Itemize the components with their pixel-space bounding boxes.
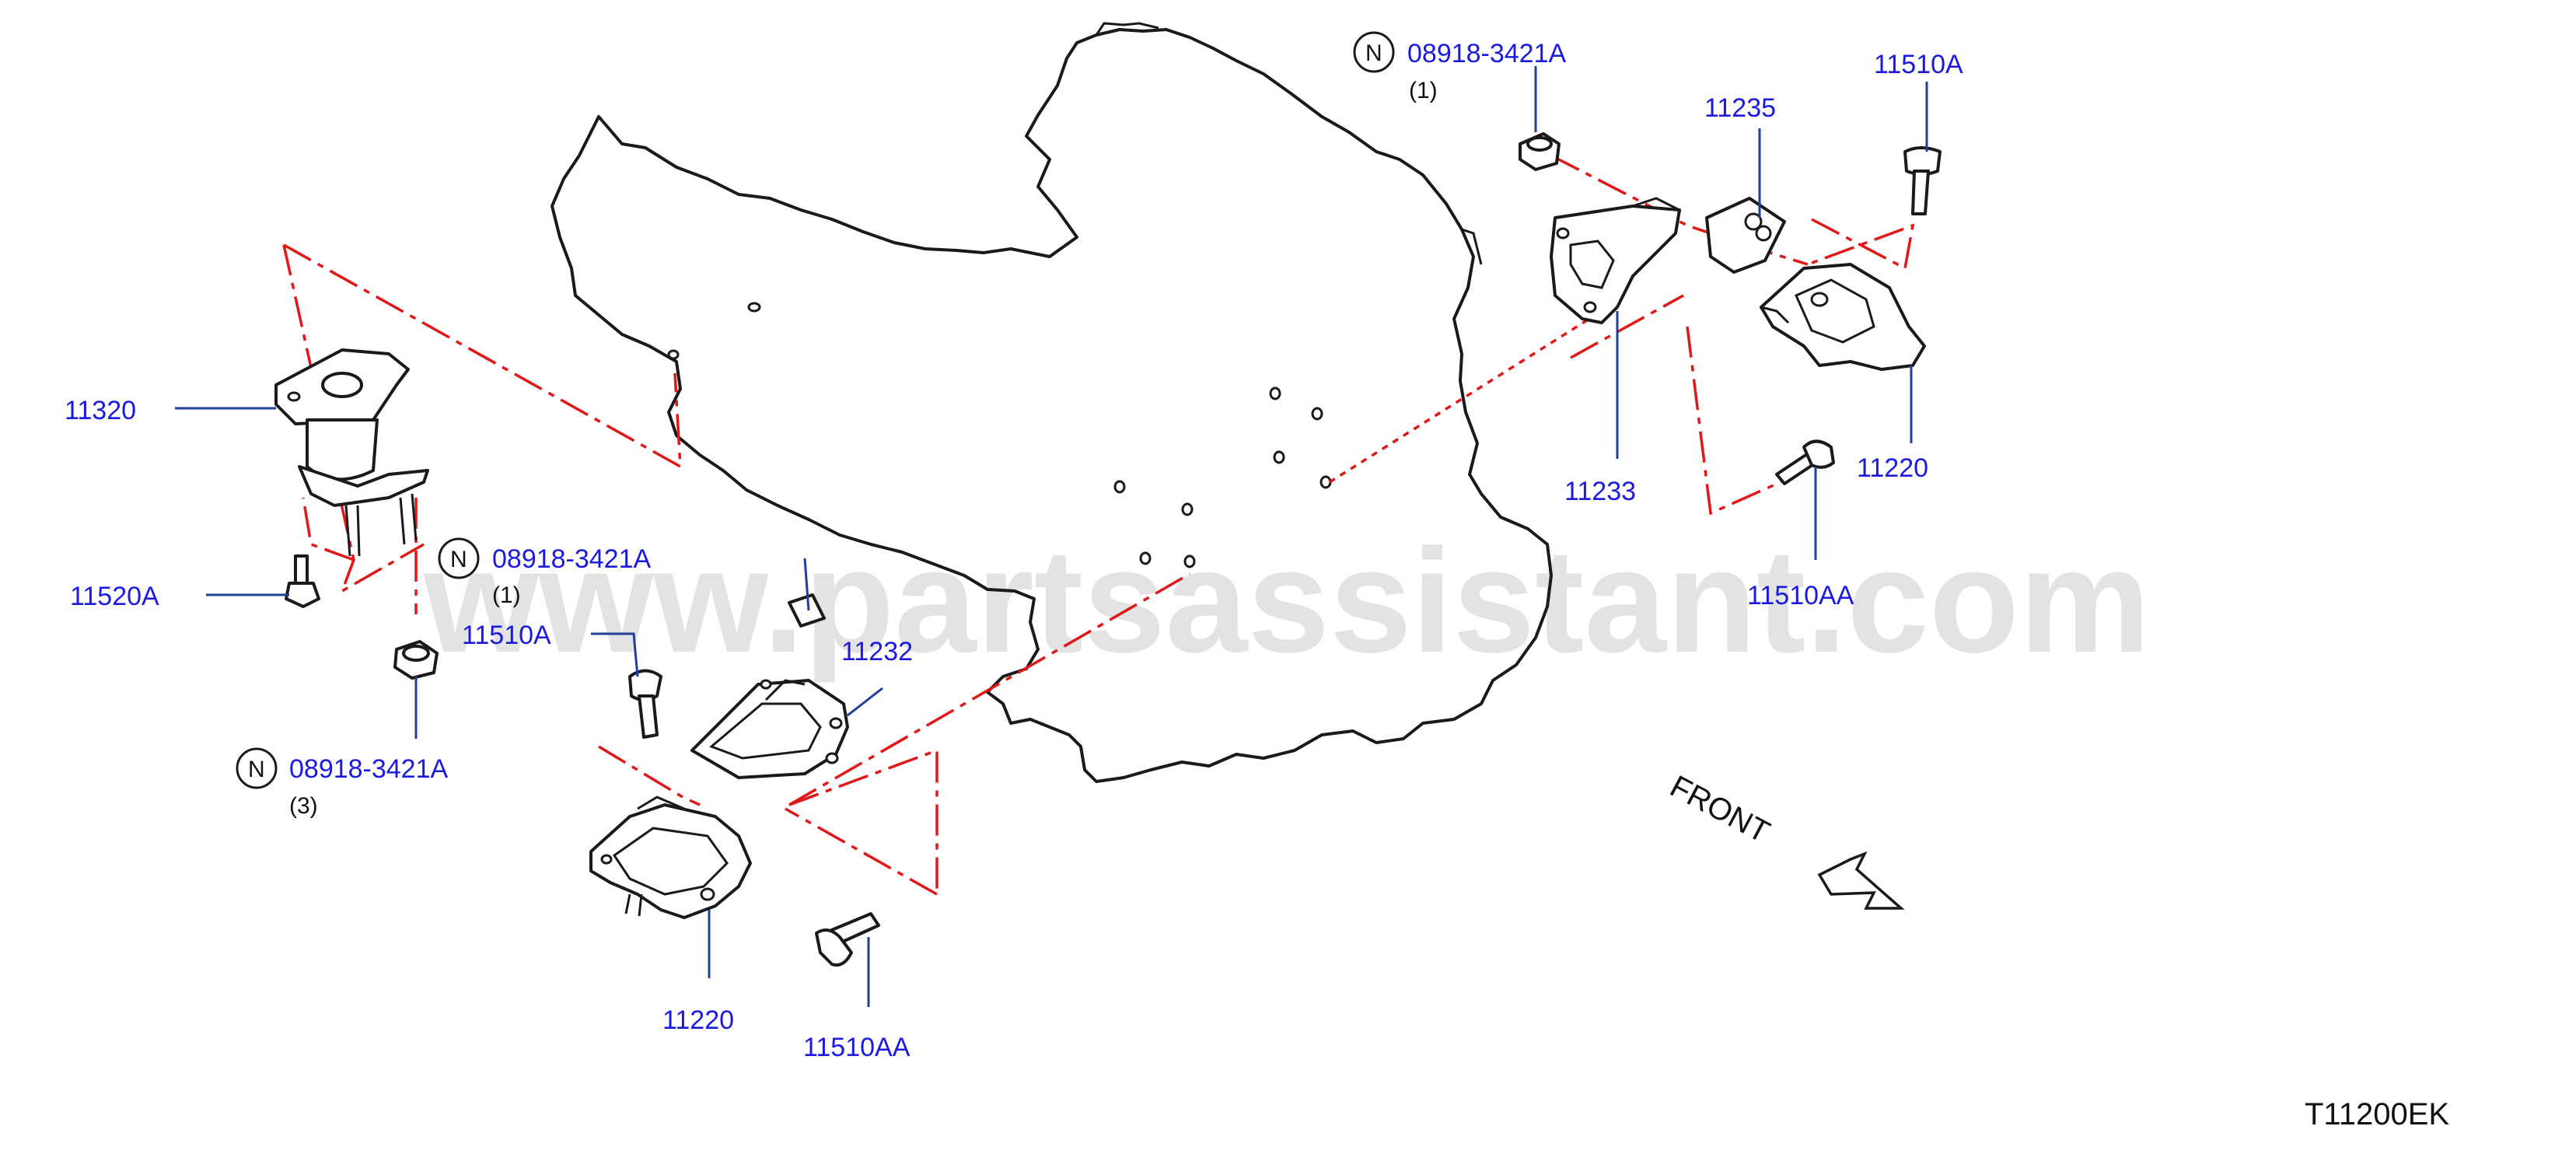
note-n-icon [236, 747, 278, 789]
part-number[interactable]: 11520A [70, 582, 159, 611]
part-number[interactable]: 11220 [662, 1005, 734, 1035]
note-n-icon [1353, 31, 1395, 73]
callout-08918-3421a-center[interactable]: N 08918-3421A (1) [438, 537, 652, 608]
svg-text:N: N [450, 547, 467, 572]
part-number[interactable]: 11233 [1564, 477, 1636, 506]
svg-text:N: N [248, 757, 265, 782]
diagram-code: T11200EK [2305, 1097, 2449, 1131]
note-n-icon [438, 537, 480, 579]
mount-11220-right[interactable] [1760, 263, 1926, 371]
front-arrow-icon [1817, 851, 1905, 910]
bolt-11510aa-right[interactable] [1775, 439, 1835, 485]
part-number[interactable]: 11510AA [1747, 581, 1854, 610]
part-number: 08918-3421A [492, 544, 652, 574]
part-number[interactable]: 11510AA [803, 1033, 911, 1062]
bolt-11520a[interactable] [285, 554, 320, 608]
bolt-11510a-center[interactable] [628, 669, 662, 739]
part-quantity: (1) [1409, 78, 1438, 103]
svg-text:N: N [1365, 40, 1382, 66]
bracket-11232[interactable] [690, 679, 849, 779]
bolt-11510a-right[interactable] [1903, 146, 1942, 215]
clip-part[interactable] [788, 593, 826, 628]
part-number[interactable]: 11510A [462, 621, 551, 650]
mount-11220-lower[interactable] [589, 796, 752, 919]
part-number[interactable]: 11510A [1874, 50, 1963, 79]
nut-08918-3421a-top[interactable] [1519, 132, 1561, 171]
nut-08918-3421a-left[interactable] [393, 640, 439, 680]
engine-outline [551, 22, 1553, 783]
bolt-11510aa-lower[interactable] [815, 912, 880, 967]
watermark-text: www.partsassistant.com [423, 519, 2151, 684]
front-direction-indicator: FRONT [1665, 769, 1905, 910]
bracket-11233[interactable] [1550, 197, 1681, 324]
callout-08918-3421a-left[interactable]: N 08918-3421A (3) [236, 747, 449, 819]
part-number[interactable]: 11232 [841, 637, 913, 666]
front-label: FRONT [1665, 769, 1775, 850]
callout-08918-3421a-top[interactable]: N 08918-3421A (1) [1353, 31, 1567, 103]
part-number[interactable]: 11320 [65, 396, 136, 425]
plate-11235[interactable] [1705, 197, 1786, 274]
part-quantity: (3) [289, 793, 318, 819]
engine-mount-11320[interactable] [274, 348, 429, 557]
leader-lines [175, 66, 1928, 1007]
part-number[interactable]: 11220 [1857, 453, 1928, 483]
part-quantity: (1) [492, 582, 521, 608]
part-number[interactable]: 11235 [1704, 93, 1776, 123]
part-number: 08918-3421A [1407, 39, 1567, 68]
part-number: 08918-3421A [289, 754, 449, 784]
